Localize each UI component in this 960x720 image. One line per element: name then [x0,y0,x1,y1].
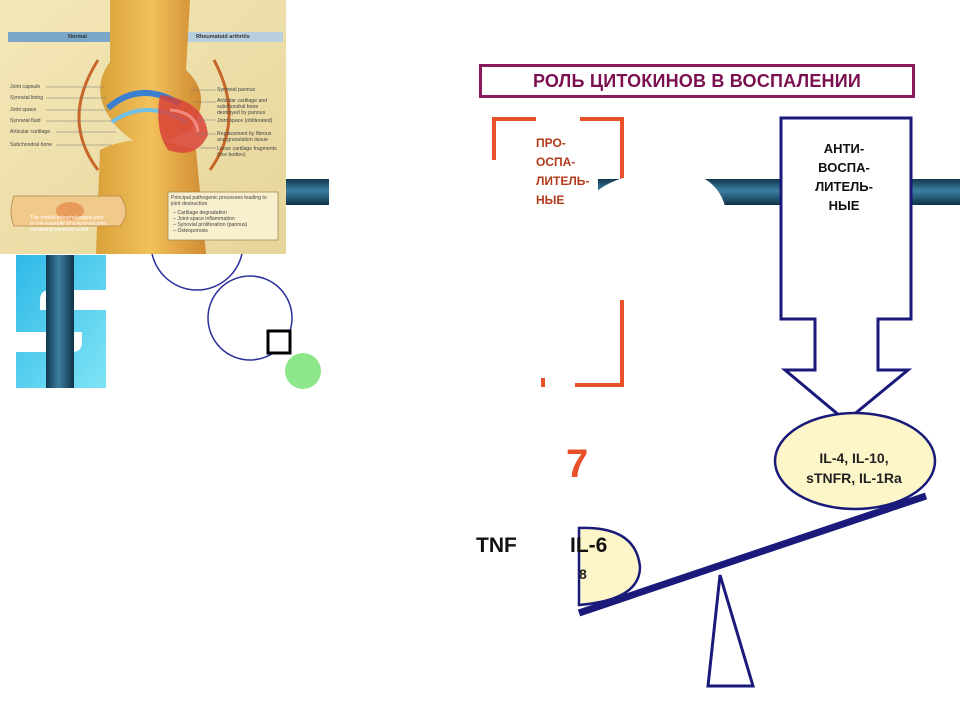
anatomy-label-right: Replacement by fibrous [217,131,272,137]
anatomy-process-item: – Cartilage degradation [173,210,227,216]
anatomy-label-right: subchondral bone [217,104,259,110]
pro-label-line: ПРО- [536,136,566,150]
pro-label-line: НЫЕ [536,193,565,207]
anti-label-line: АНТИ- [823,141,865,156]
anatomy-label-right: Loose cartilage fragments [217,146,277,152]
anatomy-label-left: Synovial lining [10,95,44,101]
anti-label-line: НЫЕ [828,198,860,213]
anatomy-finger-caption: is one example of a synovial joint [30,221,107,227]
anatomy-label-right: Synovial pannus [217,87,256,93]
anatomy-finger-caption: commonly involved in RA. [30,227,90,233]
anti-label-line: ЛИТЕЛЬ- [815,179,873,194]
pro-label-line: ОСПА- [536,155,576,169]
deco-square [266,329,292,355]
seesaw-beam [577,492,928,617]
anatomy-label-left: Joint capsule [10,84,41,90]
anatomy-header-ra: Rheumatoid arthritis [196,34,250,40]
anatomy-label-left: Articular cartilage [10,129,51,135]
anatomy-label-right: destroyed by pannus [217,110,266,116]
pro-label-mask [494,170,536,210]
anti-label-line: ВОСПА- [818,160,870,175]
anatomy-process-item: – Joint-space inflammation [173,216,235,222]
pro-bracket-tick [541,378,545,387]
il8-fragment: 8 [579,566,587,582]
anti-cytokines-line: sTNFR, IL-1Ra [806,470,902,486]
seesaw-fulcrum [706,574,756,688]
joint-anatomy-drawing [0,0,286,254]
il6-label: IL-6 [570,534,608,557]
pro-inflammatory-label: ПРО- ОСПА- ЛИТЕЛЬ- НЫЕ [536,134,598,210]
anatomy-process-title: Principal pathogenic processes leading t… [171,195,267,207]
anatomy-label-left: Synovial fluid [10,118,41,124]
pro-bracket [492,117,536,160]
deco-circle-2 [207,275,293,361]
deco-tube-left [284,179,329,205]
anatomy-process-item: – Synovial proliferation (pannus) [173,222,248,228]
anti-inflammatory-label: АНТИ- ВОСПА- ЛИТЕЛЬ- НЫЕ [782,139,906,215]
anatomy-label-left: Joint space [10,107,37,113]
anatomy-label-right: Articular cartilage and [217,98,268,104]
anatomy-finger-caption: The middle interphalangeal joint [30,215,104,221]
anatomy-label-left: Subchondral bone [10,142,53,148]
deco-white-mask [320,378,332,390]
joint-anatomy-illustration: Normal Rheumatoid arthritis Joint capsul… [0,0,286,254]
anti-cytokines-text: IL-4, IL-10, sTNFR, IL-1Ra [779,448,929,488]
anatomy-label-right: and granulation tissue [217,137,268,143]
fragment-seven: 7 [566,442,589,486]
page-title: РОЛЬ ЦИТОКИНОВ В ВОСПАЛЕНИИ [479,64,915,98]
anatomy-header-normal: Normal [68,34,87,40]
pro-label-line: ЛИТЕЛЬ- [536,174,590,188]
deco-green-dot [285,353,321,389]
deco-tube-vertical [46,255,74,388]
anatomy-label-right: (rice bodies) [217,152,246,158]
anti-cytokines-line: IL-4, IL-10, [819,450,889,466]
tnf-label: TNF [476,534,517,557]
anatomy-process-item: – Osteoporosis [173,228,208,234]
anti-cytokine-oval [773,411,937,511]
anatomy-label-right: Joint space (obliterated) [217,118,273,124]
deco-white-blob [582,171,729,300]
anti-arrow-box [779,116,913,423]
